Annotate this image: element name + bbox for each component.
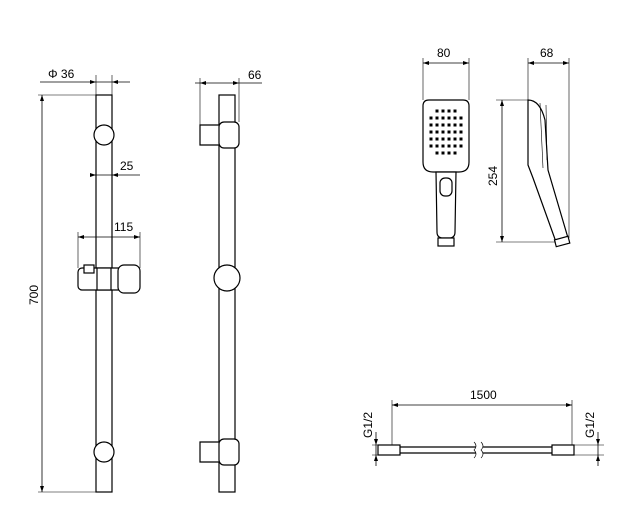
nozzle — [447, 116, 451, 120]
dim-head-depth-label: 68 — [540, 46, 554, 60]
dim-holder-width-label: 115 — [114, 220, 133, 234]
dim-head-length: 254 — [486, 99, 556, 243]
nozzle — [435, 137, 439, 141]
nozzle — [429, 123, 433, 127]
dim-hose-thread-left-label: G1/2 — [361, 412, 375, 438]
shower-head-side-view — [527, 99, 571, 248]
nozzle — [435, 123, 439, 127]
dim-rail-offset: 25 — [90, 159, 140, 177]
nozzle-grid — [429, 109, 463, 155]
dim-hose-length-label: 1500 — [470, 388, 497, 402]
nozzle — [441, 116, 445, 120]
nozzle — [447, 144, 451, 148]
nozzle — [435, 151, 439, 155]
nozzle — [453, 151, 457, 155]
dim-rail-depth-label: 66 — [248, 68, 262, 82]
nozzle — [429, 144, 433, 148]
dim-head-depth: 68 — [527, 46, 570, 238]
dim-hose-length: 1500 — [391, 388, 573, 445]
dim-rail-height-label: 700 — [27, 285, 41, 305]
dim-rail-offset-label: 25 — [120, 159, 134, 173]
nozzle — [447, 151, 451, 155]
nozzle — [441, 130, 445, 134]
nozzle — [441, 109, 445, 113]
dim-hose-thread-left: G1/2 — [361, 412, 392, 466]
nozzle — [435, 130, 439, 134]
nozzle — [453, 116, 457, 120]
rail-front-view — [77, 94, 141, 493]
nozzle — [447, 109, 451, 113]
nozzle — [441, 123, 445, 127]
nozzle — [447, 123, 451, 127]
nozzle — [459, 144, 463, 148]
nozzle — [435, 116, 439, 120]
nozzle — [453, 123, 457, 127]
dim-rail-diameter-label: Φ 36 — [48, 67, 75, 81]
nozzle — [435, 109, 439, 113]
nozzle — [429, 137, 433, 141]
nozzle — [441, 137, 445, 141]
nozzle — [453, 144, 457, 148]
nozzle — [453, 130, 457, 134]
nozzle — [459, 137, 463, 141]
dim-holder-width: 115 — [77, 220, 141, 268]
dim-hose-thread-right: G1/2 — [574, 412, 604, 466]
nozzle — [453, 137, 457, 141]
hose — [377, 441, 575, 459]
nozzle — [435, 144, 439, 148]
nozzle — [429, 116, 433, 120]
nozzle — [429, 130, 433, 134]
nozzle — [441, 144, 445, 148]
rail-side-view — [199, 94, 241, 493]
nozzle — [453, 109, 457, 113]
sliding-holder — [77, 264, 141, 294]
nozzle — [447, 137, 451, 141]
dim-rail-height: 700 — [27, 94, 96, 493]
nozzle — [459, 116, 463, 120]
dim-head-width: 80 — [422, 46, 470, 100]
nozzle — [447, 130, 451, 134]
dim-rail-depth: 66 — [195, 68, 262, 125]
dim-hose-thread-right-label: G1/2 — [583, 412, 597, 438]
dim-rail-diameter: Φ 36 — [40, 67, 130, 95]
nozzle — [459, 130, 463, 134]
shower-head-front-view — [422, 99, 470, 247]
nozzle — [459, 123, 463, 127]
nozzle — [441, 151, 445, 155]
dim-head-width-label: 80 — [437, 46, 451, 60]
dim-head-length-label: 254 — [486, 166, 500, 186]
